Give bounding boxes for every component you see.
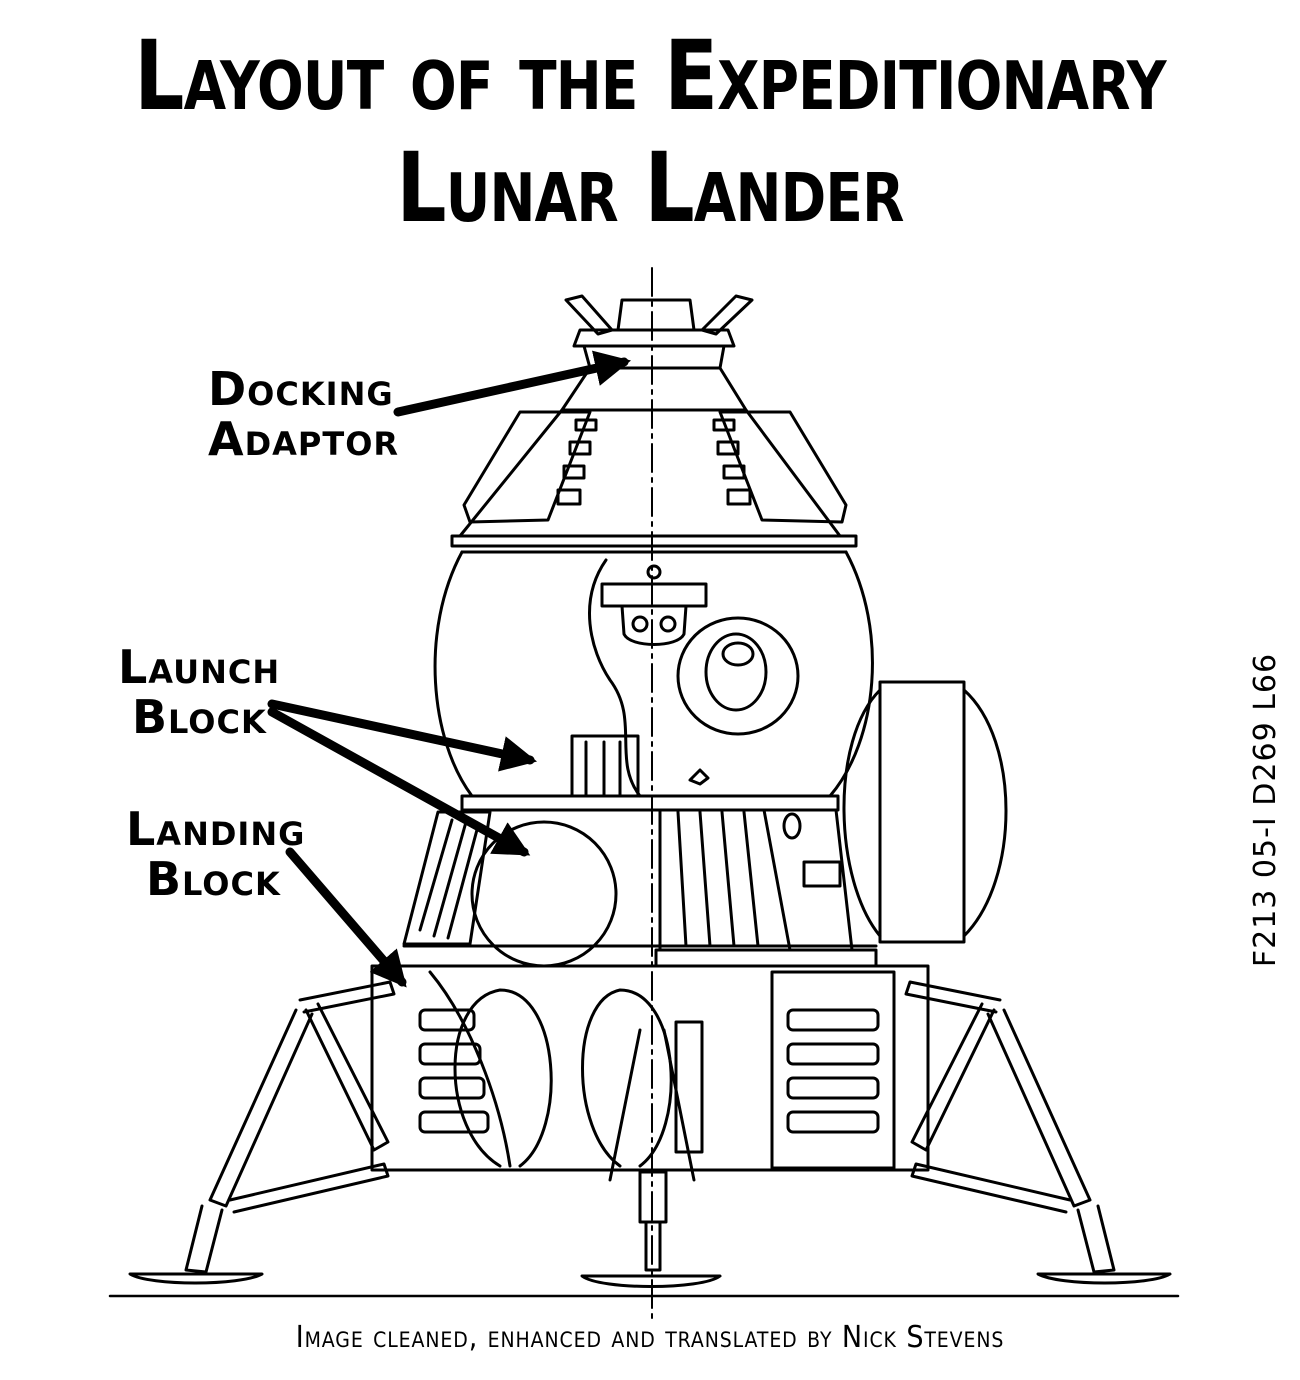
- landing-label-line-2: Block: [146, 852, 281, 906]
- docking-label-line-1: Docking: [208, 362, 394, 416]
- upper-cone: [450, 408, 858, 554]
- middle-section: [402, 794, 878, 968]
- launch-label-line-1: Launch: [118, 640, 281, 694]
- launch-label-line-2: Block: [132, 690, 267, 744]
- title-line-2: Lunar Lander: [396, 132, 904, 244]
- docking-label-line-2: Adaptor: [208, 412, 400, 466]
- launch-arrow-lower: [267, 707, 531, 857]
- landing-block: [370, 964, 930, 1172]
- side-module: [842, 680, 1008, 944]
- docking-arrow: [393, 350, 632, 417]
- credit-line: Image cleaned, enhanced and translated b…: [295, 1320, 1005, 1355]
- landing-label-line-1: Landing: [126, 802, 306, 856]
- side-code: F213 05-I D269 L66: [1248, 652, 1283, 968]
- landing-legs: [128, 980, 1172, 1288]
- launch-arrow-upper: [267, 699, 538, 772]
- launch-block-sphere: [433, 550, 874, 798]
- title-line-1: Layout of the Expeditionary: [134, 20, 1166, 132]
- landing-arrow: [285, 847, 407, 988]
- docking-adaptor: [560, 294, 754, 412]
